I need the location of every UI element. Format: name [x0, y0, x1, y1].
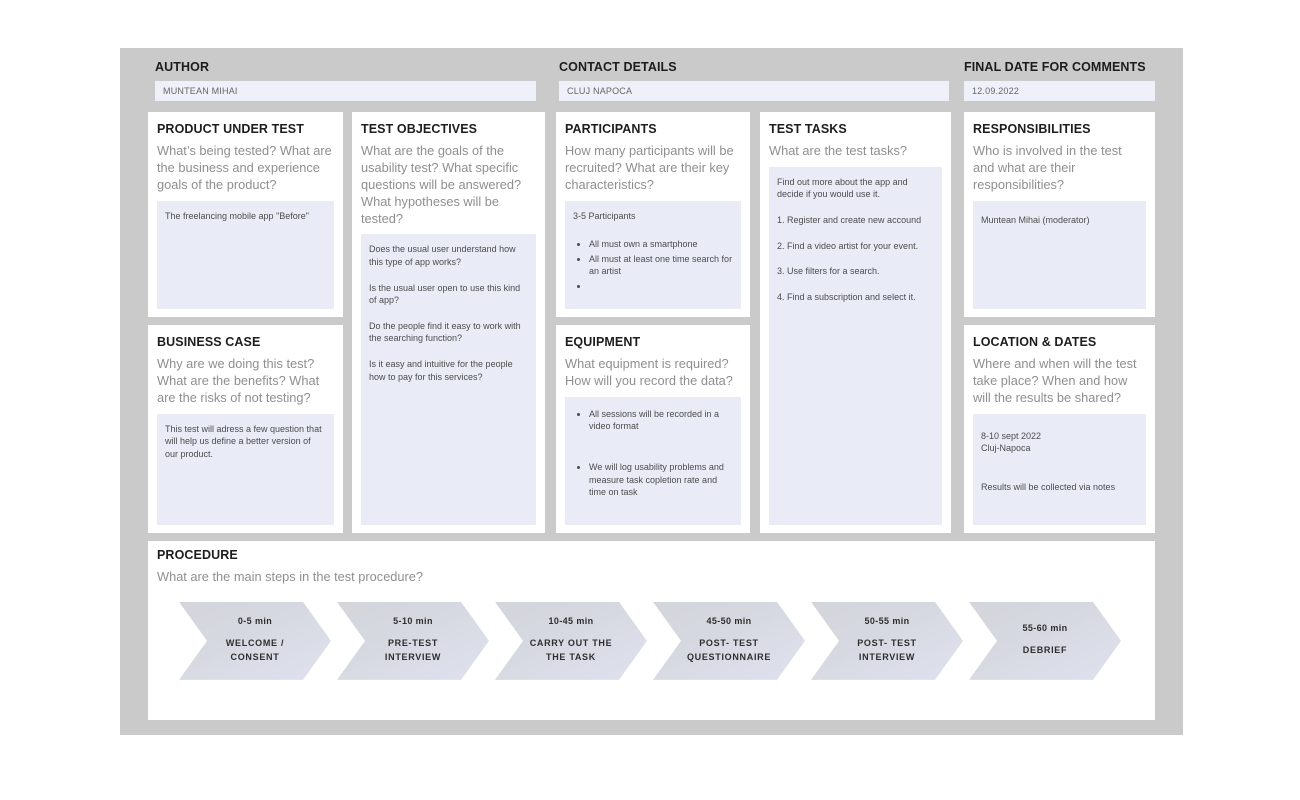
participants-mix-note: A mix of men and women: [573, 307, 733, 309]
final-date-group: FINAL DATE FOR COMMENTS 12.09.2022: [964, 60, 1155, 101]
section-title: TEST TASKS: [769, 122, 847, 136]
section-question: What are the main steps in the test proc…: [157, 569, 424, 584]
section-question: Who is involved in the test and what are…: [973, 143, 1122, 192]
test-objectives-answer[interactable]: Does the usual user understand how this …: [361, 234, 536, 525]
contact-details-label: CONTACT DETAILS: [559, 60, 677, 74]
section-question: What equipment is required? How will you…: [565, 356, 733, 388]
location-dates-results-note: Results will be collected via notes: [981, 481, 1116, 492]
author-group: AUTHOR MUNTEAN MIHAI: [155, 60, 536, 101]
section-title: LOCATION & DATES: [973, 335, 1097, 349]
procedure-step-debrief[interactable]: 55-60 min DEBRIEF: [969, 602, 1121, 680]
task-item: 2. Find a video artist for your event.: [777, 240, 919, 251]
bullet-item: All sessions will be recorded in a video…: [589, 408, 733, 433]
bullet-item: All must at least one time search for an…: [589, 253, 733, 278]
step-time: 55-60 min: [1022, 623, 1068, 634]
final-date-field[interactable]: 12.09.2022: [964, 81, 1155, 101]
usability-test-plan-canvas: AUTHOR MUNTEAN MIHAI CONTACT DETAILS CLU…: [120, 48, 1183, 735]
section-participants: PARTICIPANTS How many participants will …: [556, 112, 750, 317]
test-tasks-answer[interactable]: Find out more about the app and decide i…: [769, 166, 942, 525]
section-title: PARTICIPANTS: [565, 122, 657, 136]
author-label: AUTHOR: [155, 60, 210, 74]
contact-details-group: CONTACT DETAILS CLUJ NAPOCA: [559, 60, 949, 101]
step-label: PRE-TEST INTERVIEW: [384, 638, 442, 663]
equipment-bullet-list: All sessions will be recorded in a video…: [573, 408, 733, 499]
step-label: DEBRIEF: [1022, 645, 1068, 656]
section-title: TEST OBJECTIVES: [361, 122, 478, 136]
section-test-tasks: TEST TASKS What are the test tasks? Find…: [760, 112, 951, 533]
responsibilities-answer[interactable]: Muntean Mihai (moderator): [973, 200, 1146, 309]
section-business-case: BUSINESS CASE Why are we doing this test…: [148, 325, 343, 533]
section-test-objectives: TEST OBJECTIVES What are the goals of th…: [352, 112, 545, 533]
location-dates-when-where: 8-10 sept 2022 Cluj-Napoca: [981, 430, 1042, 454]
participants-count: 3-5 Participants: [573, 210, 636, 221]
objective-item: Is it easy and intuitive for the people …: [369, 359, 513, 382]
section-question: What are the test tasks?: [769, 143, 907, 158]
section-question: Where and when will the test take place?…: [973, 356, 1137, 405]
author-field[interactable]: MUNTEAN MIHAI: [155, 81, 536, 101]
step-time: 50-55 min: [864, 616, 910, 627]
location-dates-answer[interactable]: 8-10 sept 2022 Cluj-Napoca Results will …: [973, 413, 1146, 525]
objective-item: Does the usual user understand how this …: [369, 244, 516, 268]
bullet-item: We will log usability problems and measu…: [589, 461, 733, 499]
procedure-timeline: 0-5 min WELCOME / CONSENT 5-10 min PRE-T…: [179, 602, 1146, 680]
task-item: 4. Find a subscription and select it.: [777, 291, 916, 302]
section-question: What’s being tested? What are the busine…: [157, 143, 332, 192]
section-question: What are the goals of the usability test…: [361, 143, 522, 226]
objective-item: Is the usual user open to use this kind …: [369, 282, 521, 306]
section-question: Why are we doing this test? What are the…: [157, 356, 320, 405]
task-item: 3. Use filters for a search.: [777, 266, 880, 277]
procedure-step-post-test-questionnaire[interactable]: 45-50 min POST- TEST QUESTIONNAIRE: [653, 602, 805, 680]
step-label: WELCOME / CONSENT: [225, 638, 285, 663]
participants-bullet-list: All must own a smartphone All must at le…: [573, 238, 733, 292]
equipment-answer[interactable]: All sessions will be recorded in a video…: [565, 396, 741, 525]
business-case-answer[interactable]: This test will adress a few question tha…: [157, 413, 334, 525]
step-time: 10-45 min: [548, 616, 594, 627]
section-equipment: EQUIPMENT What equipment is required? Ho…: [556, 325, 750, 533]
step-time: 45-50 min: [706, 616, 752, 627]
product-under-test-answer[interactable]: The freelancing mobile app "Before": [157, 200, 334, 309]
section-location-dates: LOCATION & DATES Where and when will the…: [964, 325, 1155, 533]
bullet-item: [589, 280, 733, 293]
section-title: RESPONSIBILITIES: [973, 122, 1091, 136]
contact-details-field[interactable]: CLUJ NAPOCA: [559, 81, 949, 101]
section-title: PROCEDURE: [157, 548, 238, 562]
objective-item: Do the people find it easy to work with …: [369, 320, 521, 344]
procedure-step-welcome-consent[interactable]: 0-5 min WELCOME / CONSENT: [179, 602, 331, 680]
bullet-item: All must own a smartphone: [589, 238, 733, 251]
task-item: 1. Register and create new accound: [777, 215, 922, 226]
section-title: BUSINESS CASE: [157, 335, 261, 349]
tasks-intro: Find out more about the app and decide i…: [777, 176, 908, 200]
participants-answer[interactable]: 3-5 Participants All must own a smartpho…: [565, 200, 741, 309]
step-time: 0-5 min: [237, 616, 273, 627]
final-date-label: FINAL DATE FOR COMMENTS: [964, 60, 1146, 74]
procedure-step-pre-test-interview[interactable]: 5-10 min PRE-TEST INTERVIEW: [337, 602, 489, 680]
section-responsibilities: RESPONSIBILITIES Who is involved in the …: [964, 112, 1155, 317]
step-time: 5-10 min: [393, 616, 433, 627]
section-product-under-test: PRODUCT UNDER TEST What’s being tested? …: [148, 112, 343, 317]
procedure-step-post-test-interview[interactable]: 50-55 min POST- TEST INTERVIEW: [811, 602, 963, 680]
section-question: How many participants will be recruited?…: [565, 143, 734, 192]
section-title: PRODUCT UNDER TEST: [157, 122, 304, 136]
step-label: POST- TEST QUESTIONNAIRE: [686, 638, 772, 663]
section-procedure: PROCEDURE What are the main steps in the…: [148, 541, 1155, 720]
section-title: EQUIPMENT: [565, 335, 641, 349]
step-label: POST- TEST INTERVIEW: [857, 638, 917, 663]
procedure-step-carry-out-task[interactable]: 10-45 min CARRY OUT THE THE TASK: [495, 602, 647, 680]
step-label: CARRY OUT THE THE TASK: [529, 638, 613, 663]
